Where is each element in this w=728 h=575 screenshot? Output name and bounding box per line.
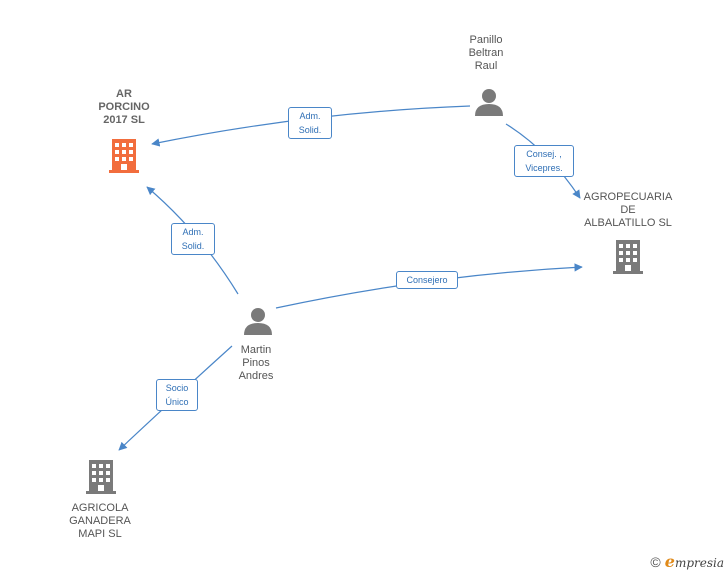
empresia-logo: empresia bbox=[665, 552, 724, 571]
node-label-panillo[interactable]: Panillo Beltran Raul bbox=[468, 34, 504, 72]
edge-label-martin-agricola[interactable]: Socio Único bbox=[156, 379, 198, 411]
edge-label-panillo-ar[interactable]: Adm. Solid. bbox=[288, 107, 332, 139]
building-icon[interactable] bbox=[109, 139, 139, 173]
building-icon[interactable] bbox=[86, 460, 116, 494]
node-label-agropecuaria[interactable]: AGROPECUARIA DE ALBALATILLO SL bbox=[583, 191, 673, 229]
building-icon[interactable] bbox=[613, 240, 643, 274]
edge-label-martin-ar[interactable]: Adm. Solid. bbox=[171, 223, 215, 255]
footer-brand: © empresia bbox=[650, 552, 724, 571]
person-icon[interactable] bbox=[475, 89, 503, 116]
brand-rest: mpresia bbox=[674, 556, 724, 570]
node-label-agricola[interactable]: AGRICOLA GANADERA MAPI SL bbox=[69, 502, 131, 540]
copyright-symbol: © bbox=[650, 553, 661, 570]
edge-label-panillo-agro[interactable]: Consej. , Vicepres. bbox=[514, 145, 574, 177]
edge-label-martin-agro[interactable]: Consejero bbox=[396, 271, 458, 289]
brand-initial: e bbox=[664, 552, 675, 571]
person-icon[interactable] bbox=[244, 308, 272, 335]
node-label-ar-porcino[interactable]: AR PORCINO 2017 SL bbox=[98, 88, 150, 126]
node-label-martin[interactable]: Martin Pinos Andres bbox=[238, 344, 274, 382]
